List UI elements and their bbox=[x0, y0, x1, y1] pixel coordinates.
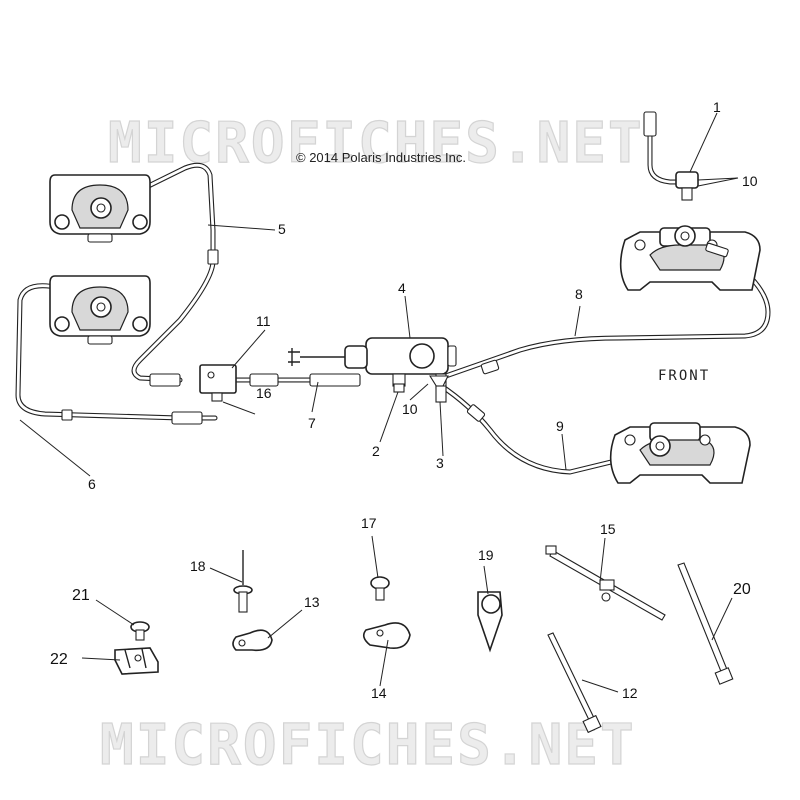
callout-18: 18 bbox=[190, 558, 206, 574]
tee-fitting bbox=[199, 364, 237, 402]
callout-3: 3 bbox=[436, 455, 444, 471]
callout-4: 4 bbox=[398, 280, 406, 296]
callout-21: 21 bbox=[72, 587, 90, 604]
callout-16: 16 bbox=[256, 385, 272, 401]
callout-8: 8 bbox=[575, 286, 583, 302]
callout-9: 9 bbox=[556, 418, 564, 434]
part-15-tie bbox=[545, 545, 666, 621]
callout-10-upper: 10 bbox=[742, 173, 758, 189]
callout-2: 2 bbox=[372, 443, 380, 459]
part-17-screw bbox=[370, 576, 390, 601]
part-13-clamp bbox=[232, 629, 273, 652]
rear-caliper-upper bbox=[49, 174, 151, 243]
upper-banjo-fitting bbox=[675, 171, 739, 201]
callout-15: 15 bbox=[600, 521, 616, 537]
part-21-screw bbox=[130, 621, 150, 641]
front-left-caliper bbox=[609, 422, 751, 484]
part-22-clip bbox=[114, 647, 159, 675]
callout-leaders bbox=[19, 112, 733, 693]
callout-12: 12 bbox=[622, 685, 638, 701]
callout-6: 6 bbox=[88, 476, 96, 492]
front-right-caliper bbox=[619, 225, 761, 291]
callout-19: 19 bbox=[478, 547, 494, 563]
banjo-bolts bbox=[393, 383, 447, 403]
master-cylinder bbox=[288, 337, 457, 394]
part-14-clamp bbox=[362, 622, 411, 650]
callout-11: 11 bbox=[256, 313, 271, 329]
callout-14: 14 bbox=[371, 685, 387, 701]
callout-5: 5 bbox=[278, 221, 286, 237]
callout-17: 17 bbox=[361, 515, 377, 531]
copyright-text: © 2014 Polaris Industries Inc. bbox=[296, 150, 466, 165]
callout-10-lower: 10 bbox=[402, 401, 418, 417]
part-20-cable-tie bbox=[677, 562, 734, 685]
tube-fittings bbox=[61, 111, 657, 425]
callout-22: 22 bbox=[50, 651, 68, 668]
watermark-bottom: MICROFICHES.NET bbox=[100, 713, 636, 778]
rear-caliper-lower bbox=[49, 275, 151, 345]
callout-20: 20 bbox=[733, 581, 751, 598]
callout-13: 13 bbox=[304, 594, 320, 610]
front-label: FRONT bbox=[658, 368, 710, 384]
callout-7: 7 bbox=[308, 415, 316, 431]
callout-numbers: 1 10 5 4 8 11 16 10 7 9 2 3 6 17 15 19 1… bbox=[50, 99, 758, 701]
callout-1: 1 bbox=[713, 99, 721, 115]
part-18-rivet bbox=[233, 550, 253, 613]
part-19-grommet bbox=[477, 591, 503, 653]
part-12-cable-tie bbox=[547, 632, 602, 734]
